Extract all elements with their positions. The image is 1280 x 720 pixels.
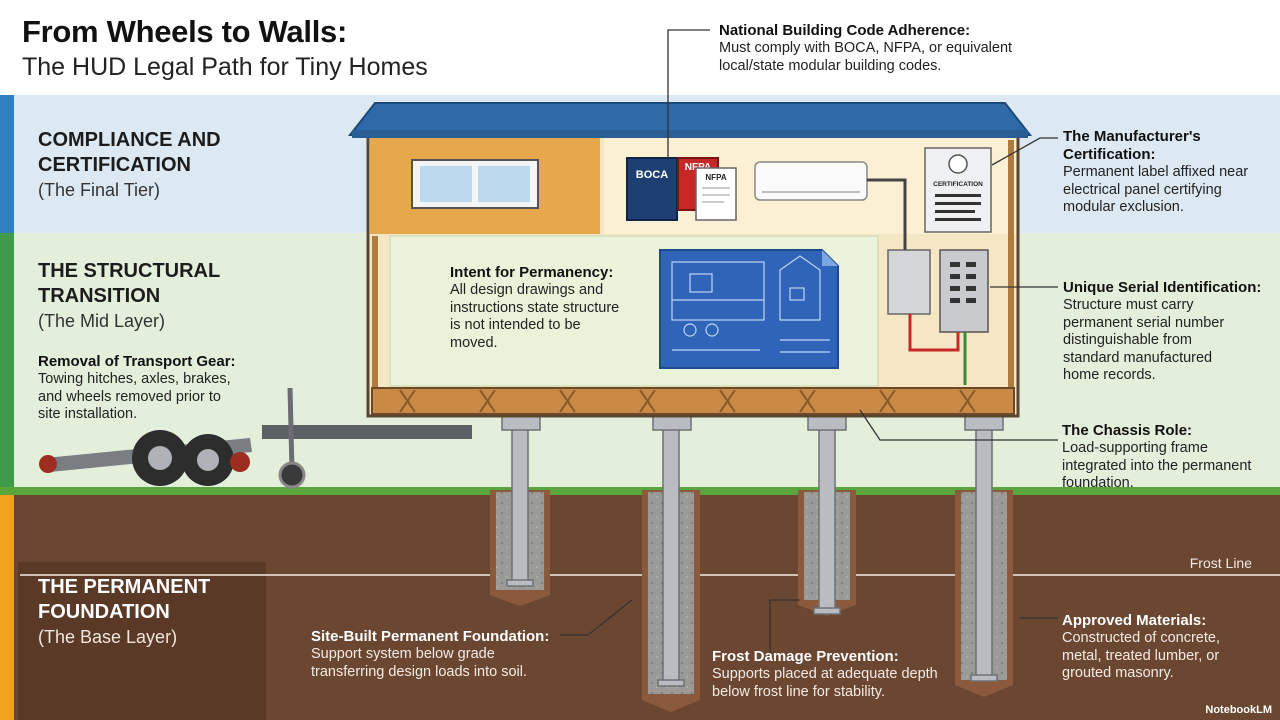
section-foundation-subtitle: (The Base Layer) (38, 627, 178, 647)
annotation-intent-body-4: moved. (450, 334, 498, 351)
compliance-edge-marker (0, 95, 14, 233)
annotation-materials-body-3: grouted masonry. (1062, 665, 1174, 681)
section-foundation: THE PERMANENT FOUNDATION (The Base Layer… (38, 575, 210, 648)
section-foundation-title-line2: FOUNDATION (38, 601, 170, 623)
annotation-chassis-body-2: integrated into the permanent (1062, 457, 1252, 474)
annotation-intent-body-2: instructions state structure (450, 299, 620, 316)
annotation-frost-body-1: Supports placed at adequate depth (712, 666, 938, 682)
blueprint (659, 249, 839, 369)
page-title: From Wheels to Walls: (22, 14, 347, 49)
frost-line-label: Frost Line (1189, 555, 1252, 571)
annotation-code-title: National Building Code Adherence: (719, 22, 971, 39)
annotation-sitebuilt-title: Site-Built Permanent Foundation: (311, 628, 550, 645)
annotation-manufacturer-title-1: The Manufacturer's (1063, 128, 1201, 145)
annotation-chassis-title: The Chassis Role: (1062, 422, 1193, 439)
page-subtitle: The HUD Legal Path for Tiny Homes (22, 53, 428, 81)
annotation-code-body-2: local/state modular building codes. (719, 57, 942, 74)
annotation-chassis-body-3: foundation. (1062, 475, 1134, 491)
annotation-frost-body-2: below frost line for stability. (712, 683, 885, 700)
ground-grass-line (0, 487, 1280, 495)
annotation-approved-materials: Approved Materials: Constructed of concr… (1062, 612, 1220, 683)
annotation-sitebuilt-body-1: Support system below grade (311, 646, 495, 662)
annotation-serial-body-4: standard manufactured (1063, 349, 1213, 366)
certification-plate-label: CERTIFICATION (933, 181, 983, 188)
annotation-serial-id: Unique Serial Identification: Structure … (1063, 279, 1261, 385)
annotation-serial-body-5: home records. (1063, 367, 1156, 383)
section-structural-title-line1: THE STRUCTURAL (38, 260, 221, 282)
section-compliance: COMPLIANCE AND CERTIFICATION (The Final … (38, 128, 221, 201)
section-compliance-title-line2: CERTIFICATION (38, 154, 191, 176)
annotation-transport-body-2: and wheels removed prior to (38, 388, 221, 405)
section-compliance-subtitle: (The Final Tier) (38, 180, 161, 200)
foundation-label-panel (18, 562, 266, 720)
brand-watermark: NotebookLM (1205, 704, 1272, 716)
section-compliance-title-line1: COMPLIANCE AND (38, 129, 221, 151)
annotation-materials-title: Approved Materials: (1062, 612, 1207, 629)
annotation-manufacturer-title-2: Certification: (1063, 146, 1156, 163)
annotation-leaders (560, 29, 1058, 660)
annotation-code-body-1: Must comply with BOCA, NFPA, or equivale… (719, 40, 1013, 56)
electrical-system: CERTIFICATION (867, 147, 992, 385)
section-structural-title-line2: TRANSITION (38, 285, 161, 307)
annotation-intent-title: Intent for Permanency: (450, 264, 614, 281)
annotation-code-adherence: National Building Code Adherence: Must c… (719, 22, 1012, 75)
annotation-transport-title: Removal of Transport Gear: (38, 353, 236, 370)
annotation-manufacturer-body-1: Permanent label affixed near (1063, 164, 1249, 180)
code-books: BOCA NFPA NFPA (626, 157, 737, 221)
annotation-serial-body-3: distinguishable from (1063, 332, 1192, 348)
annotation-transport-body-1: Towing hitches, axles, brakes, (38, 371, 231, 387)
annotation-chassis-body-1: Load-supporting frame (1062, 440, 1208, 456)
annotation-materials-body-2: metal, treated lumber, or (1062, 647, 1220, 664)
annotation-manufacturer-cert: The Manufacturer's Certification: Perman… (1063, 128, 1248, 217)
annotation-transport-body-3: site installation. (38, 406, 138, 422)
annotation-sitebuilt-body-2: transferring design loads into soil. (311, 663, 528, 680)
section-foundation-title-line1: THE PERMANENT (38, 576, 211, 598)
annotation-serial-body-2: permanent serial number (1063, 314, 1225, 331)
annotation-chassis-role: The Chassis Role: Load-supporting frame … (1062, 422, 1251, 493)
annotation-frost-title: Frost Damage Prevention: (712, 648, 899, 665)
section-structural-subtitle: (The Mid Layer) (38, 311, 166, 331)
removed-trailer-gear (39, 387, 472, 489)
annotation-manufacturer-body-2: electrical panel certifying (1063, 181, 1222, 198)
annotation-intent-body-3: is not intended to be (450, 317, 581, 333)
foundation-edge-marker (0, 490, 14, 720)
annotation-site-built-foundation: Site-Built Permanent Foundation: Support… (311, 628, 549, 681)
annotation-intent-permanency: Intent for Permanency: All design drawin… (450, 264, 619, 352)
annotation-intent-body-1: All design drawings and (450, 282, 604, 298)
structural-edge-marker (0, 233, 14, 490)
boca-book-label: BOCA (636, 169, 668, 181)
annotation-frost-prevention: Frost Damage Prevention: Supports placed… (712, 648, 938, 701)
steel-posts (501, 415, 1004, 687)
annotation-serial-body-1: Structure must carry (1063, 297, 1194, 313)
annotation-materials-body-1: Constructed of concrete, (1062, 630, 1220, 646)
annotation-manufacturer-body-3: modular exclusion. (1063, 199, 1184, 215)
nfpa-document-label: NFPA (705, 173, 726, 182)
section-structural: THE STRUCTURAL TRANSITION (The Mid Layer… (38, 259, 220, 332)
annotation-transport-gear: Removal of Transport Gear: Towing hitche… (38, 353, 236, 424)
annotation-serial-title: Unique Serial Identification: (1063, 279, 1262, 296)
